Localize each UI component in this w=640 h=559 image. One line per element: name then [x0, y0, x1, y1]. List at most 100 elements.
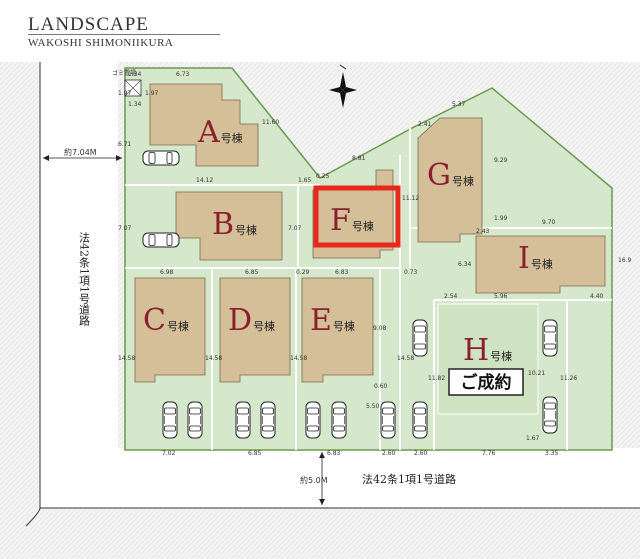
- dim-f-right: 11.12: [402, 195, 419, 202]
- south-road: [40, 448, 640, 508]
- dim-a-bottom: 14.12: [196, 177, 213, 184]
- lot-c-letter: C: [143, 303, 166, 338]
- car-i-2: [542, 396, 558, 434]
- lot-h-letter: H: [463, 333, 489, 368]
- west-road-label: 法42条1項1号道路: [78, 231, 91, 327]
- lot-d-label: D号棟: [228, 303, 275, 338]
- road-corner: [25, 507, 41, 527]
- car-i-1: [542, 319, 558, 357]
- building-f: [312, 169, 394, 259]
- dim-i-leftside: 6.34: [458, 261, 472, 268]
- dim-gomi-side: 1.97: [118, 90, 132, 97]
- dim-e-top: 6.83: [335, 269, 349, 276]
- lot-f-highlight: [313, 185, 401, 248]
- lot-d-letter: D: [228, 303, 252, 338]
- garbage-label: ゴミ置場: [112, 69, 136, 77]
- dim-h-167: 1.67: [526, 435, 540, 442]
- dim-gomi-side2: 1.97: [145, 90, 159, 97]
- north-arrow-icon: [329, 64, 357, 108]
- dim-d-top: 6.85: [245, 269, 259, 276]
- dim-e-r2: 5.50: [366, 403, 380, 410]
- lot-c-suffix: 号棟: [167, 319, 189, 333]
- lot-b-suffix: 号棟: [235, 223, 257, 237]
- lot-e-label: E号棟: [310, 303, 355, 338]
- dim-f-a: 0.25: [316, 173, 330, 180]
- dim-gomi-bottom: 1.34: [128, 101, 142, 108]
- car-x-3: [412, 319, 428, 357]
- dim-e-a: 0.29: [296, 269, 310, 276]
- lot-d-suffix: 号棟: [253, 319, 275, 333]
- car-x-1: [380, 401, 396, 439]
- dim-p-1126: 11.26: [560, 375, 577, 382]
- lot-a-label: A号棟: [197, 115, 243, 150]
- dim-x-1458: 14.58: [397, 355, 414, 362]
- dim-e-right: 9.08: [373, 325, 387, 332]
- west-road-width-label: 約7.04M: [64, 147, 97, 157]
- dim-f-diag: 8.81: [352, 155, 366, 162]
- dim-b-left: 7.07: [118, 225, 132, 232]
- lot-a-suffix: 号棟: [221, 131, 243, 145]
- lot-e-suffix: 号棟: [333, 319, 355, 333]
- lot-g-suffix: 号棟: [452, 174, 474, 188]
- dim-i-b2: 5.96: [494, 293, 508, 300]
- lot-h-label: H号棟: [463, 333, 512, 368]
- dim-i-left: 2.43: [476, 228, 490, 235]
- lot-i-label: I号棟: [518, 241, 553, 276]
- lot-i-letter: I: [518, 241, 530, 276]
- garbage-area-cross: [124, 79, 142, 97]
- dim-a-corner: 1.65: [298, 177, 312, 184]
- building-e: [301, 277, 374, 383]
- car-d-1: [235, 401, 251, 439]
- lot-g-label: G号棟: [427, 158, 474, 193]
- dim-i-b3: 4.40: [590, 293, 604, 300]
- lot-e-letter: E: [310, 303, 332, 338]
- building-g: [417, 117, 483, 243]
- dim-p-335: 3.35: [545, 450, 559, 457]
- lot-b-label: B号棟: [212, 207, 257, 242]
- dim-x-260a: 2.60: [382, 450, 396, 457]
- dim-h-right: 10.21: [528, 370, 545, 377]
- dim-c-right: 14.58: [205, 355, 222, 362]
- dim-i-top: 9.70: [542, 219, 556, 226]
- dim-i-right: 16.9: [618, 257, 632, 264]
- dim-g-right: 9.29: [494, 157, 508, 164]
- lot-f-suffix: 号棟: [352, 219, 374, 233]
- lot-g-letter: G: [427, 158, 451, 193]
- page-title: LANDSCAPE: [28, 14, 149, 35]
- car-c-2: [187, 401, 203, 439]
- lot-a-letter: A: [197, 115, 220, 150]
- lot-f-letter: F: [330, 203, 351, 238]
- building-footprints: [134, 83, 606, 383]
- car-e-1: [305, 401, 321, 439]
- south-road-label: 法42条1項1号道路: [362, 472, 456, 486]
- dim-a-left: 6.71: [118, 141, 132, 148]
- dim-d-bottom: 6.85: [248, 450, 262, 457]
- sold-badge: [448, 368, 524, 396]
- dim-g-small: 1.99: [494, 215, 508, 222]
- building-i: [475, 235, 606, 294]
- dim-c-left: 14.58: [118, 355, 135, 362]
- car-b: [142, 232, 180, 248]
- dim-c-bottom: 7.02: [162, 450, 176, 457]
- dim-b-right: 7.07: [288, 225, 302, 232]
- sold-badge-text: ご成約: [461, 372, 512, 393]
- building-c: [134, 277, 206, 383]
- dim-g-a: 2.41: [418, 121, 432, 128]
- dim-x-060: 0.60: [374, 383, 388, 390]
- dim-g-diag: 5.37: [452, 101, 466, 108]
- car-x-2: [412, 401, 428, 439]
- dim-a-top: 6.73: [176, 71, 190, 78]
- building-a: [149, 83, 259, 167]
- dimension-labels: 1.34 1.97 1.97 1.34 6.73 11.60 6.71 14.1…: [118, 71, 632, 457]
- dim-h-left: 11.82: [428, 375, 445, 382]
- car-a: [142, 150, 180, 166]
- south-road-width-label: 約5.0M: [300, 475, 328, 485]
- west-road-width: 約7.04M: [43, 147, 122, 161]
- dim-h-bottom: 7.76: [482, 450, 496, 457]
- south-road-width: 約5.0M: [300, 452, 328, 505]
- dim-a-diag: 11.60: [262, 119, 279, 126]
- dim-i-b1: 2.54: [444, 293, 458, 300]
- west-road: [40, 62, 118, 450]
- building-d: [219, 277, 291, 383]
